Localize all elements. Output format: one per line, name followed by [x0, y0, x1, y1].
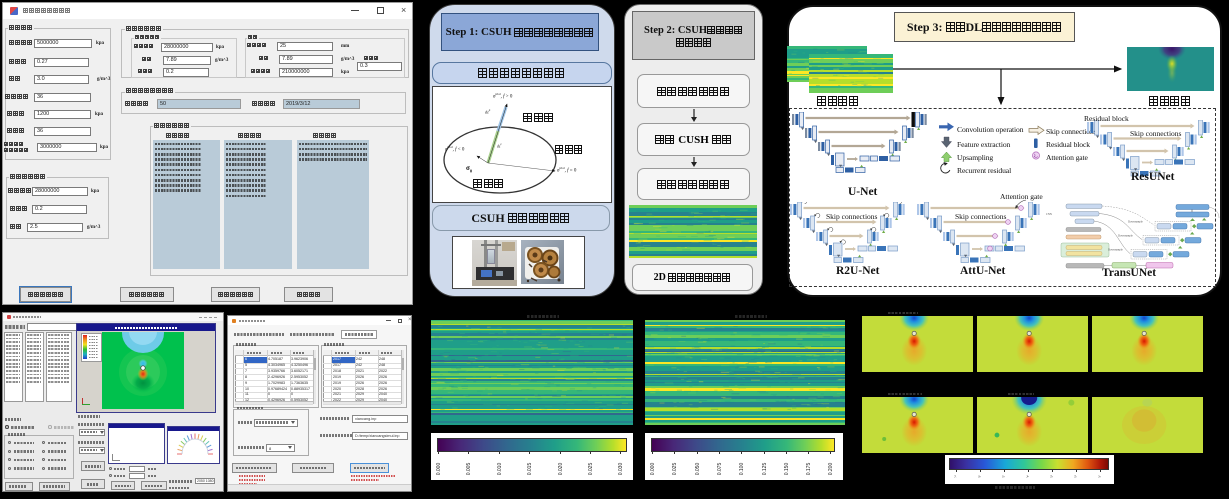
svg-text:Downsample: Downsample [1108, 249, 1124, 252]
svg-text:Downsample: Downsample [1128, 221, 1144, 224]
svg-text:CNN: CNN [1046, 213, 1052, 216]
svg-text:Downsample: Downsample [1118, 235, 1134, 238]
